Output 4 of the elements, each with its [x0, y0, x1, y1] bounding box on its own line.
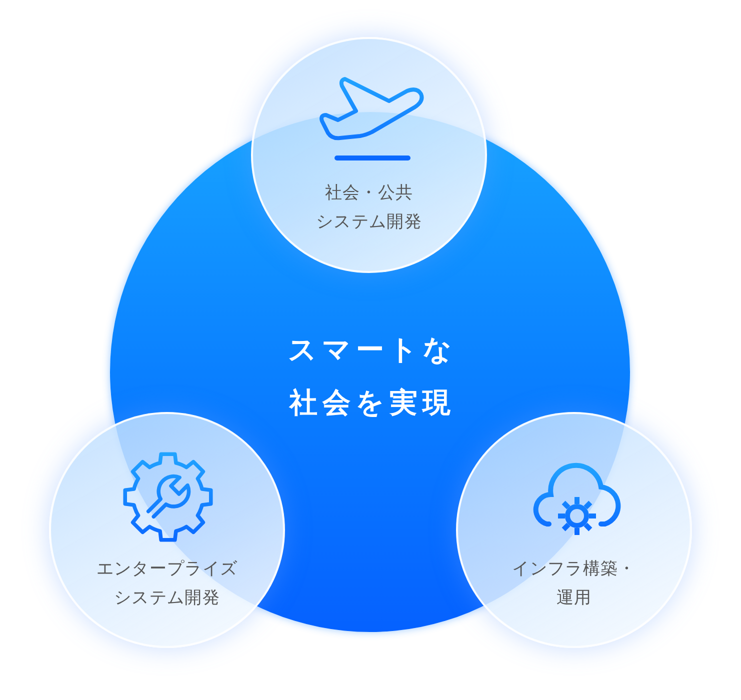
service-label: エンタープライズシステム開発 [96, 558, 238, 610]
service-label: インフラ構築・運用 [512, 558, 636, 610]
service-label: 社会・公共システム開発 [316, 182, 422, 234]
goal-text: スマートな社会を実現 [286, 332, 458, 421]
